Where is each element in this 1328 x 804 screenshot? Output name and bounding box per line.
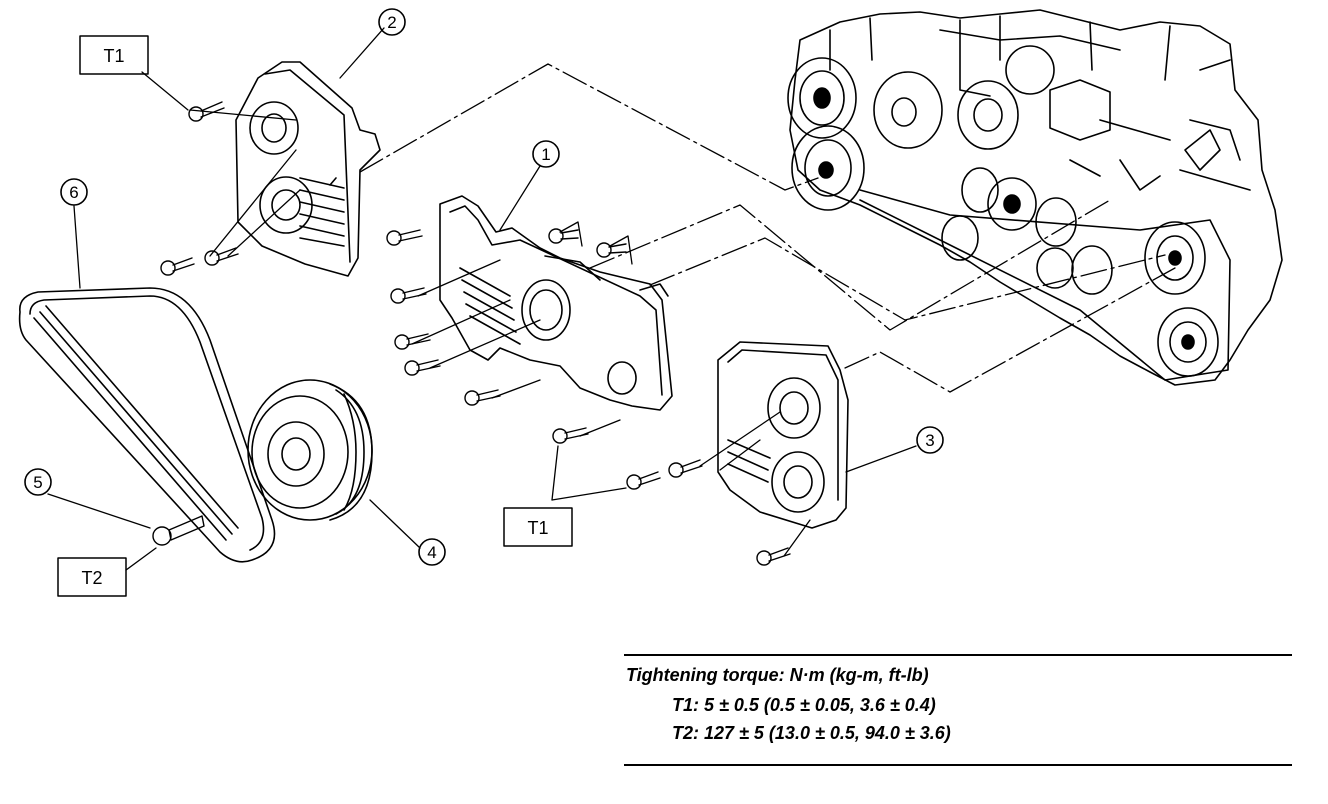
center-belt-cover: [439, 195, 673, 411]
crankshaft-pulley: [247, 379, 373, 521]
bolts: [152, 101, 791, 566]
torque-t1-spec: T1: 5 ± 0.5 (0.5 ± 0.05, 3.6 ± 0.4): [672, 695, 936, 715]
svg-text:T1: T1: [527, 518, 548, 538]
engine-block: [787, 9, 1283, 386]
callout-1: 1: [541, 145, 550, 164]
left-belt-cover: [235, 61, 381, 277]
callout-3: 3: [925, 431, 934, 450]
svg-text:T1: T1: [103, 46, 124, 66]
callout-circle-5: [24, 468, 52, 496]
torque-box-t2: T2: [57, 557, 127, 597]
torque-table-title: Tightening torque: N·m (kg-m, ft-lb): [626, 665, 929, 685]
svg-text:T2: T2: [81, 568, 102, 588]
callout-circle-4: [418, 538, 446, 566]
torque-box-t1-mid: T1: [503, 507, 573, 547]
torque-box-t1-top: T1: [79, 35, 149, 75]
callout-2: 2: [387, 13, 396, 32]
right-belt-cover: [717, 341, 849, 529]
callout-4: 4: [427, 543, 436, 562]
callout-circle-2: [378, 8, 406, 36]
callout-5: 5: [33, 473, 42, 492]
torque-table: Tightening torque: N·m (kg-m, ft-lb) T1:…: [624, 654, 1292, 766]
callout-circle-3: [916, 426, 944, 454]
callout-6: 6: [69, 183, 78, 202]
torque-t2-spec: T2: 127 ± 5 (13.0 ± 0.5, 94.0 ± 3.6): [672, 723, 951, 743]
callout-circle-6: [60, 178, 88, 206]
callout-circle-1: [532, 140, 560, 168]
v-ribbed-belt: [18, 287, 276, 563]
leader-lines: [47, 27, 917, 571]
